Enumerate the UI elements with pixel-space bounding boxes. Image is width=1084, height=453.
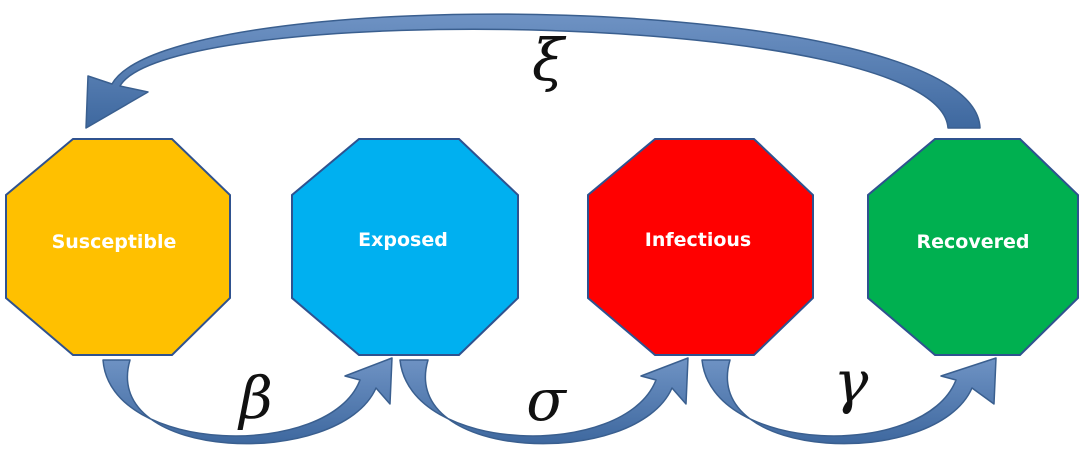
arrow-beta-shape — [102, 357, 393, 445]
arrow-sigma-shape — [399, 357, 689, 445]
rate-sigma-label: σ — [526, 366, 567, 434]
node-susceptible-label: Susceptible — [52, 231, 177, 253]
arrow-xi-shape — [85, 13, 981, 129]
arrow-sigma — [399, 357, 689, 445]
node-exposed-label: Exposed — [358, 229, 448, 251]
arrow-beta — [102, 357, 393, 445]
node-infectious-shape — [587, 138, 814, 356]
node-infectious-label: Infectious — [645, 229, 752, 251]
node-exposed-shape — [291, 138, 519, 356]
rate-beta-label: β — [237, 364, 273, 432]
node-recovered-shape — [867, 138, 1079, 356]
rate-gamma-label: γ — [834, 348, 869, 416]
arrow-gamma-shape — [701, 357, 997, 445]
rate-xi-label: ξ — [532, 26, 567, 94]
node-susceptible: Susceptible — [5, 138, 231, 356]
arrow-gamma — [701, 357, 997, 445]
node-susceptible-shape — [5, 138, 231, 356]
node-recovered-label: Recovered — [917, 231, 1030, 253]
node-exposed: Exposed — [291, 138, 519, 356]
node-infectious: Infectious — [587, 138, 814, 356]
node-recovered: Recovered — [867, 138, 1079, 356]
arrow-xi — [85, 13, 981, 129]
